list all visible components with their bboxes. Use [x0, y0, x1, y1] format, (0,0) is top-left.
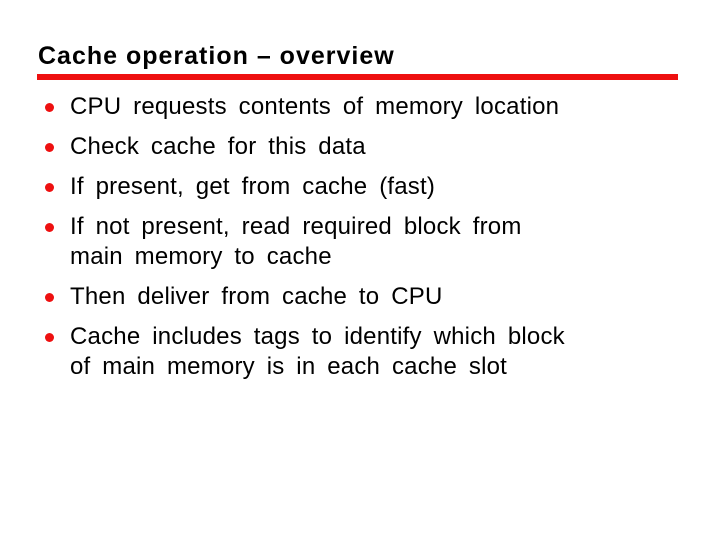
bullet-line: Cache includes tags to identify which bl… — [70, 323, 565, 350]
title-underline — [37, 74, 678, 80]
bullet-dot-icon — [45, 223, 54, 232]
bullet-line: CPU requests contents of memory location — [70, 93, 560, 120]
bullet-dot-icon — [45, 143, 54, 152]
bullet-dot-icon — [45, 103, 54, 112]
bullet-line: If not present, read required block from — [70, 213, 522, 240]
bullet-list: CPU requests contents of memory location… — [38, 92, 688, 392]
bullet-item: CPU requests contents of memory location — [38, 92, 688, 122]
bullet-line: main memory to cache — [70, 243, 332, 270]
bullet-item: Then deliver from cache to CPU — [38, 282, 688, 312]
bullet-line: If present, get from cache (fast) — [70, 173, 436, 200]
bullet-dot-icon — [45, 293, 54, 302]
bullet-line: Check cache for this data — [70, 133, 366, 160]
bullet-dot-icon — [45, 333, 54, 342]
bullet-item: Cache includes tags to identify which bl… — [38, 322, 688, 382]
bullet-line: of main memory is in each cache slot — [70, 353, 508, 380]
bullet-item: If not present, read required block from… — [38, 212, 688, 272]
bullet-dot-icon — [45, 183, 54, 192]
slide-title: Cache operation – overview — [38, 42, 395, 70]
bullet-item: If present, get from cache (fast) — [38, 172, 688, 202]
bullet-line: Then deliver from cache to CPU — [70, 283, 443, 310]
bullet-item: Check cache for this data — [38, 132, 688, 162]
